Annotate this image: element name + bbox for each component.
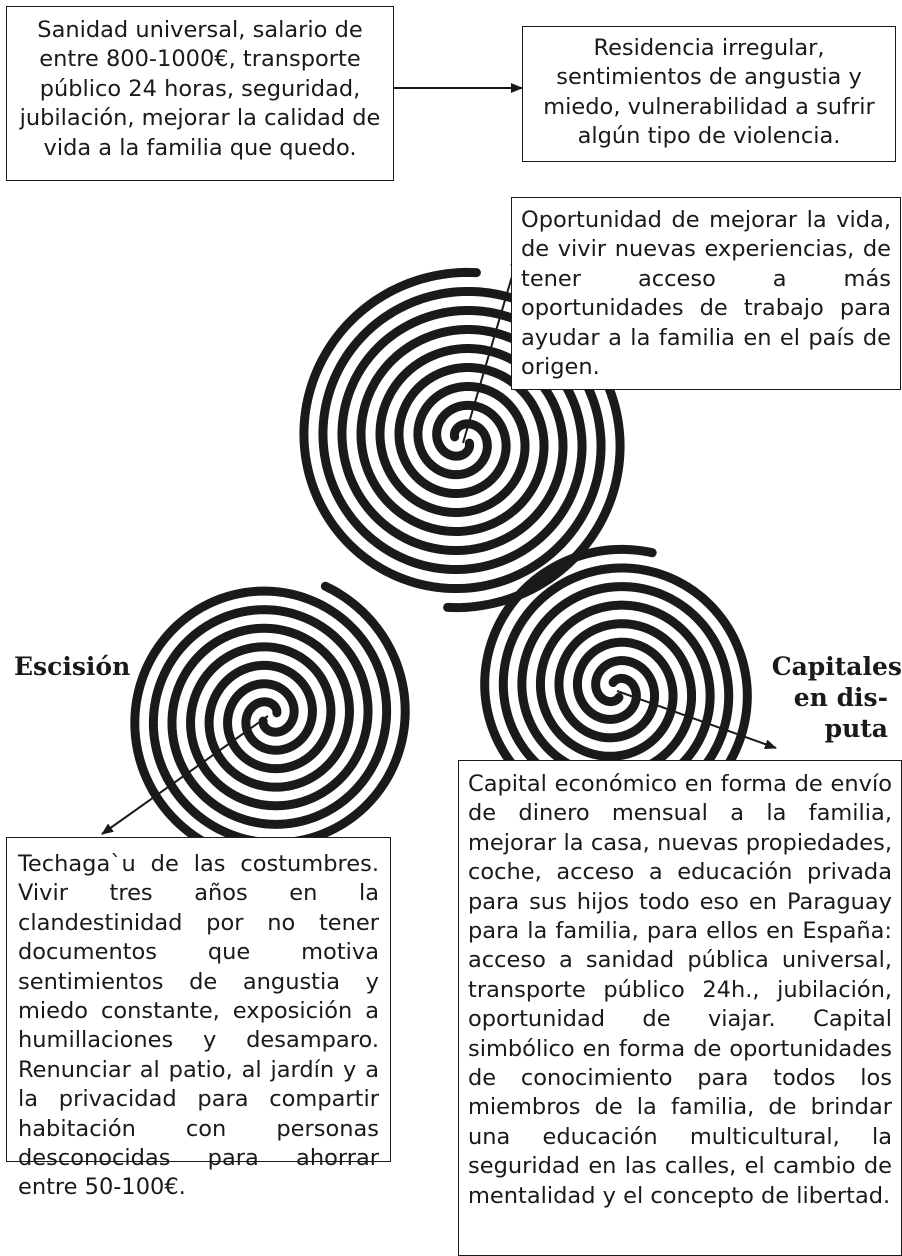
spiral-left-arm-2 bbox=[130, 586, 392, 853]
spiral-upper-arm-2 bbox=[299, 267, 606, 594]
spiral-right-arm-2 bbox=[498, 563, 752, 836]
box-right-spiral-panel: Capital económico en forma de envío de d… bbox=[458, 760, 902, 1256]
label-capitales-line1: Capitales bbox=[771, 652, 902, 681]
box-top-left-panel: Sanidad universal, salario de entre 800-… bbox=[6, 6, 394, 181]
label-capitales-en-disputa: Capitales en dis- puta bbox=[764, 651, 902, 744]
arrow-right-spiral bbox=[616, 690, 777, 749]
box-upper-spiral-panel: Oportunidad de mejorar la vida, de vivir… bbox=[511, 197, 901, 390]
label-escision: Escisión bbox=[14, 652, 131, 681]
box-top-right-panel: Residencia irregular, sentimientos de an… bbox=[522, 26, 896, 162]
label-capitales-line3: puta bbox=[824, 714, 888, 743]
label-capitales-line2: en dis- bbox=[793, 683, 888, 712]
box-left-spiral-panel: Techaga`u de las costumbres. Vivir tres … bbox=[6, 837, 391, 1200]
spiral-left-arm-1 bbox=[148, 581, 410, 848]
spiral-upper-arm-1 bbox=[318, 286, 625, 613]
arrow-left-spiral bbox=[101, 715, 269, 835]
arrow-upper-spiral bbox=[462, 255, 520, 444]
